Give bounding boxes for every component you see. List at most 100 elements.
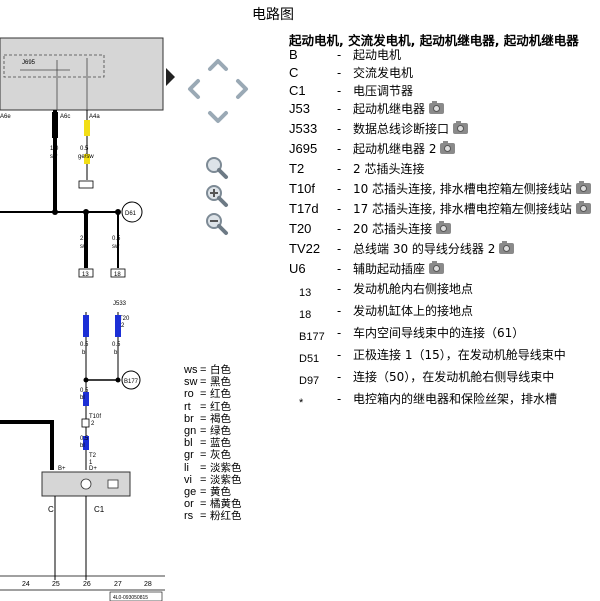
legend-desc-text: 正极连接 1（15），在发动机舱导线束中 xyxy=(353,348,566,362)
color-code-item: or=橘黄色 xyxy=(184,498,242,510)
label-b-plus: B+ xyxy=(58,466,66,472)
camera-icon[interactable] xyxy=(499,241,515,254)
color-code-item: ws=白色 xyxy=(184,364,242,376)
zoom-out-icon[interactable] xyxy=(204,211,230,237)
wire-size-8: 0.5 xyxy=(80,436,89,442)
color-name: 粉红色 xyxy=(210,510,242,523)
axis-num: 28 xyxy=(144,581,152,588)
page-title: 电路图 xyxy=(252,7,294,23)
color-abbr: ws xyxy=(184,364,198,376)
legend-code[interactable]: D97 xyxy=(299,375,320,387)
play-icon[interactable] xyxy=(166,68,175,86)
legend-dash: - xyxy=(337,122,342,136)
equals-sign: = xyxy=(200,364,207,376)
axis-num: 26 xyxy=(83,581,91,588)
color-name: 蓝色 xyxy=(210,437,231,450)
color-code-item: gr=灰色 xyxy=(184,449,242,461)
equals-sign: = xyxy=(200,437,207,450)
legend-desc-text: 连接（50），在发动机舱右侧导线束中 xyxy=(353,370,555,384)
legend-code[interactable]: B xyxy=(289,47,298,62)
legend-code[interactable]: D51 xyxy=(299,353,320,365)
wire-color-3: sw xyxy=(80,244,88,250)
equals-sign: = xyxy=(200,376,207,389)
legend-dash: - xyxy=(337,202,342,216)
legend-desc: 发动机舱内右侧接地点 xyxy=(353,280,473,298)
legend-code[interactable]: 13 xyxy=(299,287,312,299)
zoom-fit-icon[interactable] xyxy=(204,155,230,181)
legend-desc-text: 电压调节器 xyxy=(353,84,414,98)
legend-code[interactable]: 18 xyxy=(299,309,312,321)
color-abbr: br xyxy=(184,412,194,425)
legend-code[interactable]: T10f xyxy=(289,181,316,196)
legend-code[interactable]: T2 xyxy=(289,161,305,176)
legend-desc-text: 辅助起动插座 xyxy=(353,262,426,276)
legend-code[interactable]: C1 xyxy=(289,83,306,98)
pan-left-icon[interactable] xyxy=(182,77,206,101)
camera-icon[interactable] xyxy=(436,221,452,234)
color-abbr: gn xyxy=(184,425,197,438)
color-abbr: ro xyxy=(184,388,194,401)
label-t10f: T10f xyxy=(89,414,101,420)
legend-code[interactable]: J533 xyxy=(289,121,318,136)
color-code-item: vi=淡紫色 xyxy=(184,474,242,486)
legend-desc-text: 起动机继电器 xyxy=(353,102,426,116)
ground-13: 13 xyxy=(82,272,89,278)
equals-sign: = xyxy=(200,388,207,401)
pan-down-icon[interactable] xyxy=(206,105,230,129)
camera-icon[interactable] xyxy=(429,101,445,114)
legend-desc: 起动机继电器 xyxy=(353,100,445,118)
legend-dash: - xyxy=(337,304,342,318)
legend-desc: 连接（50），在发动机舱右侧导线束中 xyxy=(353,368,554,386)
legend-code[interactable]: T20 xyxy=(289,221,312,236)
legend-desc-text: 发动机缸体上的接地点 xyxy=(353,304,474,318)
legend-title: 起动电机, 交流发电机, 起动机继电器, 起动机继电器 xyxy=(289,33,579,48)
pan-up-icon[interactable] xyxy=(206,53,230,77)
legend-code[interactable]: J53 xyxy=(289,101,310,116)
legend-dash: - xyxy=(337,392,342,406)
legend-dash: - xyxy=(337,182,342,196)
camera-icon[interactable] xyxy=(453,121,469,134)
legend-dash: - xyxy=(337,370,342,384)
camera-icon[interactable] xyxy=(440,141,456,154)
wire-size-6: 0.5 xyxy=(112,342,121,348)
node-b177: B177 xyxy=(124,379,139,385)
camera-icon[interactable] xyxy=(429,261,445,274)
color-name: 淡紫色 xyxy=(210,461,242,474)
axis-num: 24 xyxy=(22,581,30,588)
legend-desc: 车内空间导线束中的连接（61） xyxy=(353,324,524,342)
legend-code[interactable]: TV22 xyxy=(289,241,321,256)
label-t2: T2 xyxy=(89,453,97,459)
camera-icon[interactable] xyxy=(575,181,591,194)
wire-color-6: bl xyxy=(114,350,119,356)
legend-desc-text: 起动电机 xyxy=(353,48,402,62)
navigation-controls xyxy=(178,45,258,245)
color-name: 灰色 xyxy=(210,449,231,462)
legend-code[interactable]: T17d xyxy=(289,201,319,216)
legend-dash: - xyxy=(337,142,342,156)
color-code-item: rt=红色 xyxy=(184,401,242,413)
axis-num: 27 xyxy=(114,581,122,588)
label-c: C xyxy=(48,505,54,514)
wire-color-2: ge/sw xyxy=(78,154,94,160)
legend-code[interactable]: J695 xyxy=(289,141,318,156)
zoom-in-icon[interactable] xyxy=(204,183,230,209)
color-name: 红色 xyxy=(210,400,231,413)
color-code-item: sw=黑色 xyxy=(184,376,242,388)
color-abbr: ge xyxy=(184,486,197,499)
color-name: 橘黄色 xyxy=(210,498,242,511)
legend-dash: - xyxy=(337,84,342,98)
legend-code[interactable]: B177 xyxy=(299,331,325,343)
color-abbr: sw xyxy=(184,376,198,389)
legend-code[interactable]: C xyxy=(289,65,299,80)
equals-sign: = xyxy=(200,461,207,474)
camera-icon[interactable] xyxy=(575,201,591,214)
legend-dash: - xyxy=(337,348,342,362)
legend-desc-text: 数据总线诊断接口 xyxy=(353,122,450,136)
legend-desc: 10 芯插头连接, 排水槽电控箱左侧接线站 xyxy=(353,180,591,198)
color-code-item: ge=黄色 xyxy=(184,486,242,498)
pan-right-icon[interactable] xyxy=(230,77,254,101)
legend-desc: 2 芯插头连接 xyxy=(353,160,424,178)
legend-code[interactable]: * xyxy=(299,397,304,409)
legend-code[interactable]: U6 xyxy=(289,261,306,276)
